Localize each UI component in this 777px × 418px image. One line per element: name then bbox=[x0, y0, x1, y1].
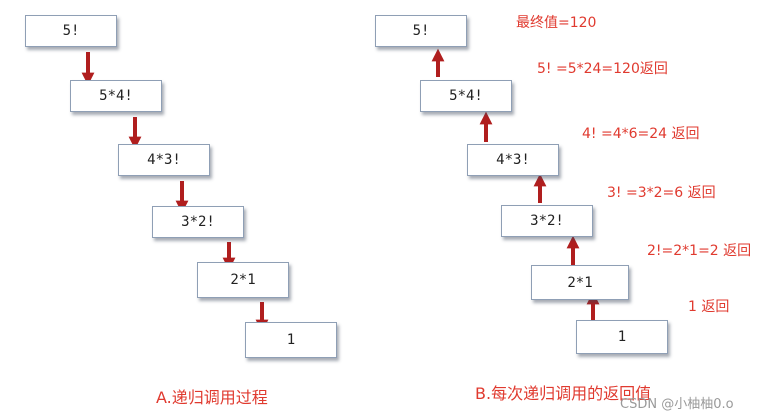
right-box-2x1: 2*1 bbox=[531, 265, 629, 300]
note-final-value: 最终值=120 bbox=[516, 15, 597, 31]
caption-recursive-calls: A.递归调用过程 bbox=[156, 388, 268, 407]
right-box-5-factorial: 5! bbox=[375, 15, 467, 47]
watermark: CSDN @小柚柚0.o bbox=[620, 397, 734, 412]
right-box-1: 1 bbox=[576, 320, 668, 354]
caption-return-values: B.每次递归调用的返回值 bbox=[475, 384, 652, 403]
left-box-1: 1 bbox=[245, 322, 337, 358]
left-box-3x2-factorial: 3*2! bbox=[152, 206, 244, 238]
right-box-3x2-factorial: 3*2! bbox=[501, 205, 593, 237]
note-return-1: 1 返回 bbox=[688, 299, 730, 315]
left-box-4x3-factorial: 4*3! bbox=[118, 144, 210, 176]
note-return-3: 3! =3*2=6 返回 bbox=[607, 185, 716, 201]
note-return-2: 2!=2*1=2 返回 bbox=[647, 243, 752, 259]
right-box-4x3-factorial: 4*3! bbox=[467, 144, 559, 176]
right-box-5x4-factorial: 5*4! bbox=[420, 80, 512, 112]
left-box-5x4-factorial: 5*4! bbox=[70, 80, 162, 112]
left-box-2x1: 2*1 bbox=[197, 262, 289, 298]
note-return-4: 4! =4*6=24 返回 bbox=[582, 126, 700, 142]
note-return-5: 5! =5*24=120返回 bbox=[537, 61, 668, 77]
left-box-5-factorial: 5! bbox=[25, 15, 117, 47]
